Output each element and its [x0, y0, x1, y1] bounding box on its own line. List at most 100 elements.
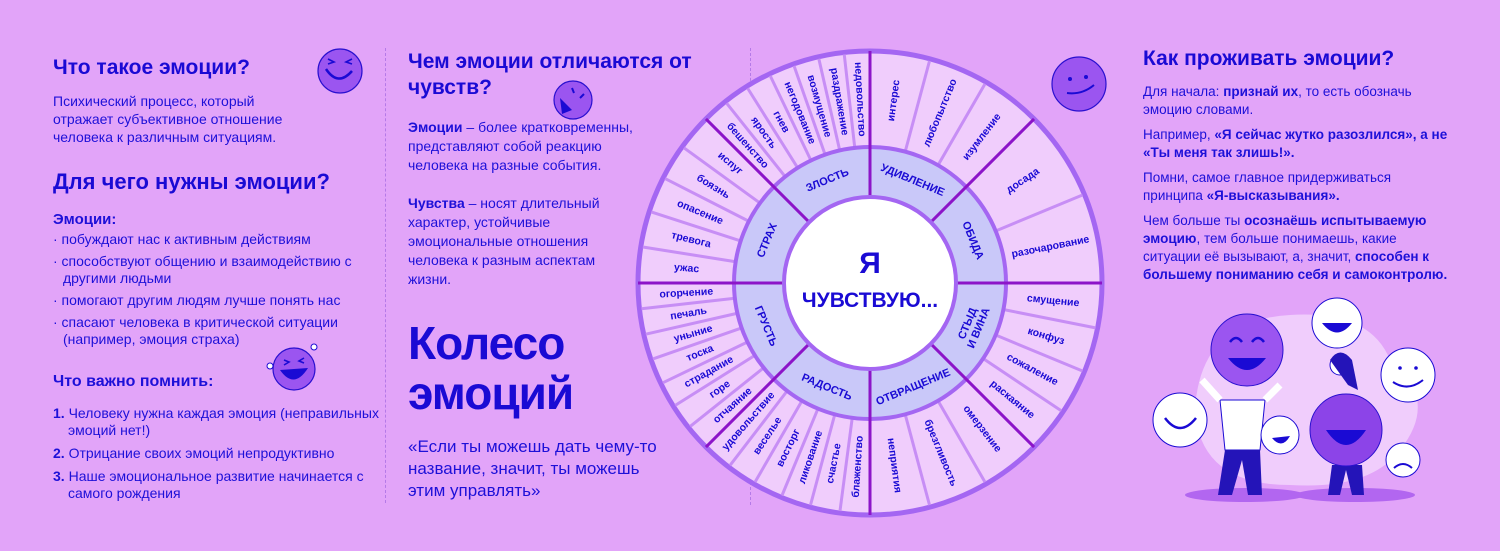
list-item: · спасают человека в критической ситуаци…: [53, 314, 338, 347]
slice-divider: [792, 65, 827, 156]
emotions-vs-feelings-title: Чем эмоции отличаются от чувств?: [408, 50, 692, 99]
slice-divider: [683, 146, 761, 205]
bold-text: способен к большему пониманию себя и сам…: [1143, 249, 1448, 282]
bold-text: «Я-высказывания».: [1206, 188, 1340, 203]
paragraph-2: Например, «Я сейчас жутко разозлился», а…: [1143, 126, 1453, 162]
slice-divider: [936, 400, 987, 483]
what-are-emotions-title: Что такое эмоции?: [53, 56, 250, 79]
slice-divider: [645, 311, 738, 336]
item-text: Человеку нужна каждая эмоция (неправильн…: [68, 405, 379, 438]
people-with-emojis-illustration: [1152, 297, 1436, 502]
slice-divider: [725, 102, 787, 178]
slice-divider: [662, 340, 749, 385]
happy-emoji-icon: [1260, 415, 1300, 455]
paragraph-4: Чем больше ты осознаёшь испытываемую эмо…: [1143, 212, 1453, 284]
slice-divider: [982, 357, 1063, 413]
laughing-emoji-icon: [266, 343, 318, 391]
wheel-center-line-1: Я: [859, 247, 881, 280]
slice-divider: [995, 333, 1084, 373]
sector-divider: [704, 342, 811, 449]
remember-title: Что важно помнить:: [53, 373, 214, 390]
list-item: 1. Человеку нужна каждая эмоция (неправи…: [53, 405, 383, 439]
why-emotions-subtitle: Эмоции:: [53, 211, 117, 228]
text: Чем больше ты: [1143, 213, 1245, 228]
shouting-emoji-icon: [553, 80, 593, 120]
slice-divider: [817, 58, 842, 151]
item-text: Отрицание своих эмоций непродуктивно: [68, 445, 335, 461]
text: , тем больше понимаешь, какие ситуации е…: [1143, 231, 1397, 264]
smile-emoji-icon: [1051, 56, 1107, 112]
wink-smile-emoji-icon: [317, 48, 363, 94]
bold-text: осознаёшь испытываемую эмоцию: [1143, 213, 1427, 246]
sector-divider: [929, 342, 1036, 449]
emotion-word-label: недовольство: [852, 62, 868, 137]
list-item: 3. Наше эмоциональное развитие начинаетс…: [53, 468, 383, 502]
text: Помни, самое главное придерживаться прин…: [1143, 170, 1392, 203]
list-item: · способствуют общению и взаимодействию …: [53, 253, 352, 286]
feelings-definition: Чувства – носят длительный характер, уст…: [408, 194, 623, 289]
column-divider-left: [385, 48, 386, 503]
sector-divider: [704, 117, 811, 224]
slice-divider: [995, 193, 1084, 233]
wink-smile-emoji-icon: [1152, 392, 1208, 448]
list-item: · помогают другим людям лучше понять нас: [53, 292, 341, 308]
wheel-center: [782, 195, 958, 371]
emotions-definition: Эмоции – более кратковременны, представл…: [408, 118, 640, 175]
wheel-title-line-2: эмоций: [408, 367, 574, 419]
slice-divider: [1003, 308, 1096, 330]
slice-divider: [664, 177, 750, 223]
why-emotions-list: · побуждают нас к активным действиям · с…: [53, 231, 378, 353]
feelings-term: Чувства: [408, 195, 465, 211]
slice-divider: [768, 75, 813, 162]
bold-text: «Я сейчас жутко разозлился», а не «Ты ме…: [1143, 127, 1448, 160]
feelings-definition-text: – носят длительный характер, устойчивые …: [408, 195, 600, 287]
slice-divider: [903, 413, 931, 506]
slice-divider: [838, 417, 854, 512]
slice-divider: [746, 87, 799, 169]
emotion-word-label: интерес: [885, 79, 902, 122]
list-item: · побуждают нас к активным действиям: [53, 231, 311, 247]
slice-divider: [674, 354, 756, 407]
sad-emoji-icon: [1385, 442, 1421, 478]
slice-divider: [728, 389, 789, 467]
emotion-word-label: блаженство: [850, 435, 866, 498]
slice-divider: [641, 296, 736, 311]
how-to-text: Для начала: признай их, то есть обозначь…: [1143, 83, 1453, 291]
slice-divider: [753, 400, 804, 483]
list-item: 2. Отрицание своих эмоций непродуктивно: [53, 445, 383, 462]
quote: «Если ты можешь дать чему-то название, з…: [408, 437, 657, 500]
slice-divider: [809, 413, 837, 506]
item-number: 3.: [53, 468, 65, 484]
slice-divider: [903, 60, 931, 153]
emotion-word-label: ужас: [674, 261, 700, 275]
paragraph-3: Помни, самое главное придерживаться прин…: [1143, 169, 1453, 205]
slice-divider: [652, 326, 743, 361]
emotions-definition-text: – более кратковременны, представляют соб…: [408, 119, 633, 173]
smile-emoji-icon: [1380, 347, 1436, 403]
emotion-word-label: огорчение: [659, 286, 714, 301]
text: Например,: [1143, 127, 1215, 142]
what-are-emotions-text: Психический процесс, который отражает су…: [53, 93, 283, 145]
text: Для начала:: [1143, 84, 1224, 99]
wheel-title-line-1: Колесо: [408, 317, 565, 369]
slice-divider: [780, 408, 820, 497]
paragraph-1: Для начала: признай их, то есть обозначь…: [1143, 83, 1453, 119]
text: , то есть обозначь эмоцию словами.: [1143, 84, 1412, 117]
slice-divider: [650, 210, 742, 243]
bold-text: признай их: [1223, 84, 1299, 99]
how-to-live-emotions-title: Как проживать эмоции?: [1143, 47, 1395, 70]
sector-divider: [929, 117, 1036, 224]
item-number: 1.: [53, 405, 65, 421]
item-number: 2.: [53, 445, 65, 461]
slice-divider: [936, 83, 987, 166]
item-text: Наше эмоциональное развитие начинается с…: [68, 468, 364, 501]
why-emotions-title: Для чего нужны эмоции?: [53, 169, 330, 194]
slice-divider: [642, 245, 736, 264]
wheel-center-line-2: ЧУВСТВУЮ...: [802, 289, 938, 312]
slice-divider: [842, 54, 857, 149]
emotion-word-label: смущение: [1026, 292, 1080, 309]
slice-divider: [689, 366, 765, 428]
laughing-emoji-icon: [1311, 297, 1363, 349]
remember-list: 1. Человеку нужна каждая эмоция (неправи…: [53, 405, 383, 508]
